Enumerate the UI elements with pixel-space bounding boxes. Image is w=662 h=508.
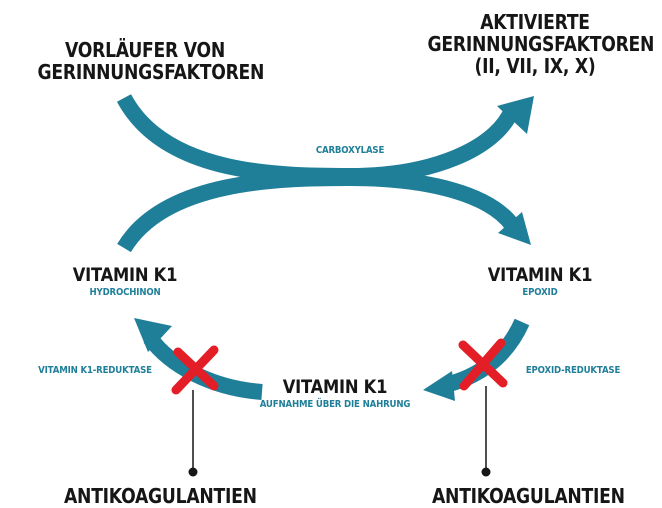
hydroquinone-label: VITAMIN K1 HYDROCHINON <box>40 266 210 298</box>
epoxide-label: VITAMIN K1 EPOXID <box>455 266 625 298</box>
epoxide-title: VITAMIN K1 <box>487 264 593 286</box>
activated-line2: GERINNUNGSFAKTOREN <box>427 32 655 56</box>
dot-pointer-icon <box>481 386 491 477</box>
reductase-left-label: VITAMIN K1-REDUKTASE <box>38 365 152 376</box>
arrowhead-activated <box>497 96 534 134</box>
activated-line3: (II, VII, IX, X) <box>474 54 596 78</box>
hydroquinone-subtitle: HYDROCHINON <box>89 287 161 298</box>
dietary-title: VITAMIN K1 <box>282 376 388 398</box>
arrowhead-dietary <box>423 371 455 401</box>
arrow-precursor-to-activated <box>116 93 520 185</box>
anticoagulant-left-label: ANTIKOAGULANTIEN <box>64 484 257 508</box>
arrowhead-epoxide <box>498 212 531 245</box>
precursor-label: VORLÄUFER VON GERINNUNGSFAKTOREN <box>37 38 265 84</box>
precursor-line2: GERINNUNGSFAKTOREN <box>37 60 265 84</box>
red-x-icon <box>171 345 219 395</box>
anticoagulant-right-label: ANTIKOAGULANTIEN <box>432 484 625 508</box>
hydroquinone-title: VITAMIN K1 <box>72 264 178 286</box>
precursor-line1: VORLÄUFER VON <box>64 38 225 62</box>
dietary-label: VITAMIN K1 AUFNAHME ÜBER DIE NAHRUNG <box>240 378 430 410</box>
arrowhead-hydroquinone <box>134 318 172 352</box>
carboxylase-label: CARBOXYLASE <box>315 145 385 156</box>
arrow-epoxide-to-dietary <box>443 318 530 393</box>
arrow-hydroquinone-to-epoxide <box>117 169 519 253</box>
reductase-right-label: EPOXID-REDUKTASE <box>525 365 621 376</box>
epoxide-subtitle: EPOXID <box>522 287 558 298</box>
red-x-icon <box>458 338 508 391</box>
dot-pointer-icon <box>188 390 198 477</box>
dietary-subtitle: AUFNAHME ÜBER DIE NAHRUNG <box>259 399 411 410</box>
activated-line1: AKTIVIERTE <box>480 10 590 34</box>
activated-label: AKTIVIERTE GERINNUNGSFAKTOREN (II, VII, … <box>427 10 655 78</box>
